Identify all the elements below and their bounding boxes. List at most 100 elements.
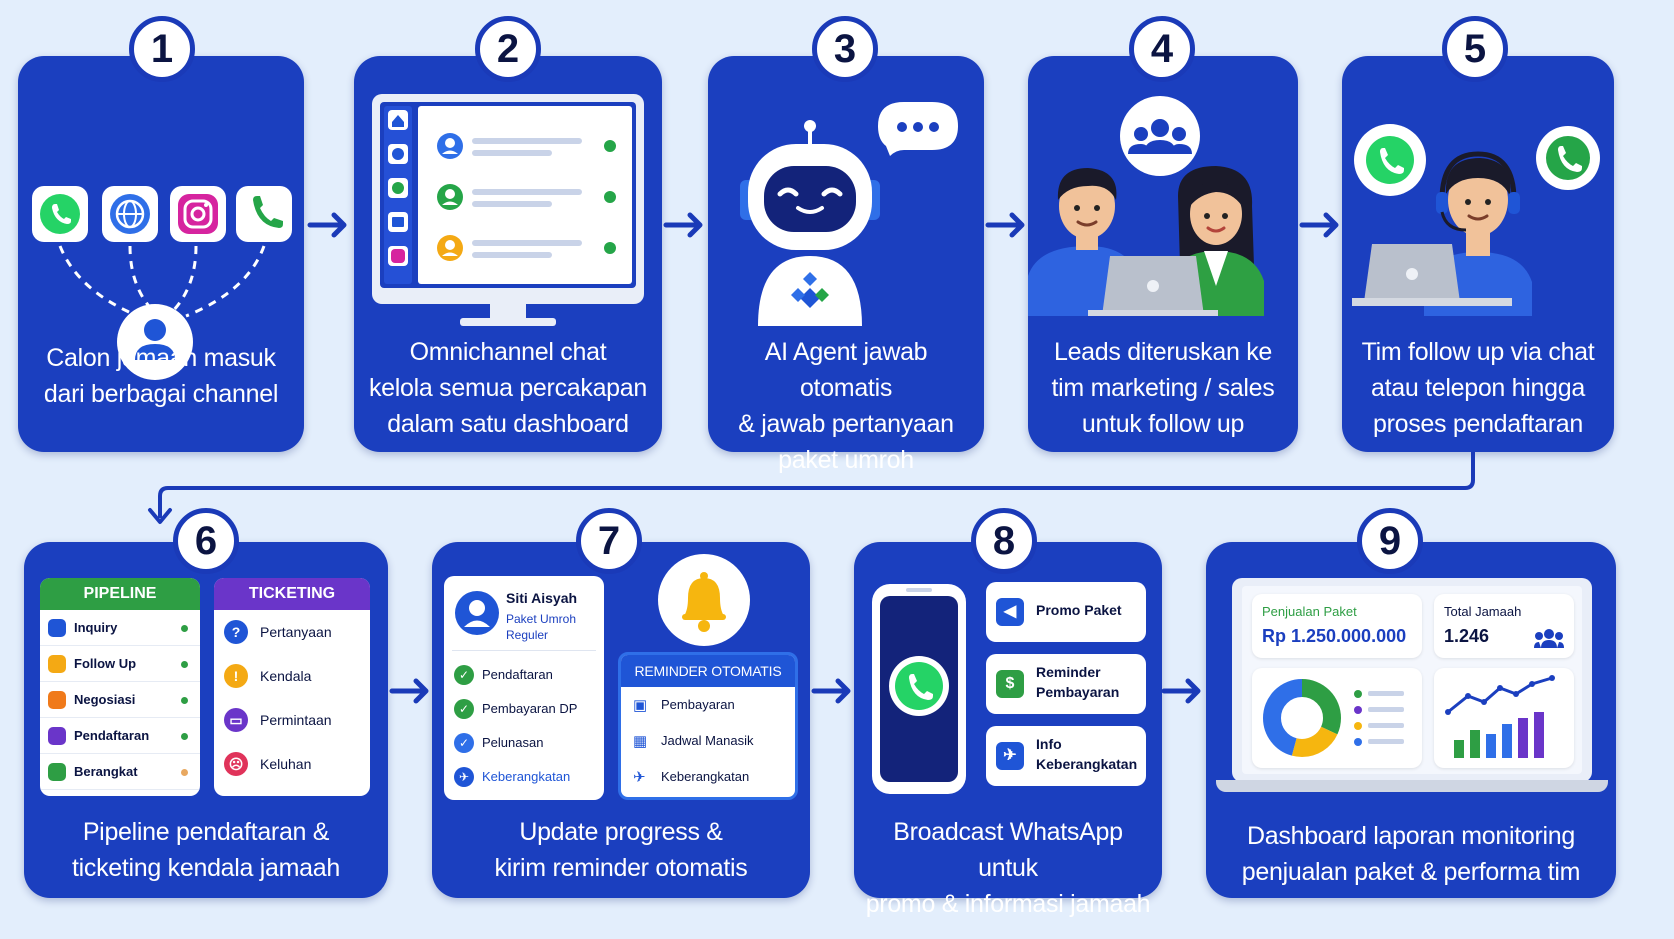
- jamaah-progress-panel: Siti Aisyah Paket Umroh Reguler ✓Pendaft…: [444, 576, 604, 800]
- donut-chart-card: [1252, 668, 1422, 768]
- ticketing-item-label: Keluhan: [260, 756, 312, 772]
- step-badge-6: 6: [173, 508, 239, 574]
- arrow-right-icon: [811, 678, 851, 704]
- step-badge-1: 1: [129, 16, 195, 82]
- total-jamaah-card: Total Jamaah 1.246: [1434, 594, 1574, 658]
- step-card-3: AI Agent jawab otomatis& jawab pertanyaa…: [708, 56, 984, 474]
- status-dot-icon: [181, 733, 188, 740]
- sales-team-illustration: [1028, 96, 1264, 316]
- total-value: 1.246: [1444, 626, 1490, 646]
- sales-card: Penjualan Paket Rp 1.250.000.000: [1252, 594, 1422, 658]
- pipeline-item-icon: [48, 691, 66, 709]
- broadcast-item-line2: Keberangkatan: [1036, 756, 1138, 772]
- channels-illustration: [32, 186, 292, 380]
- pipeline-item[interactable]: Pendaftaran: [40, 718, 200, 754]
- pipeline-item-label: Inquiry: [74, 620, 118, 635]
- pipeline-item-icon: [48, 763, 66, 781]
- progress-step: ✓ Pelunasan: [454, 730, 600, 758]
- plane-icon: ✈: [454, 767, 474, 787]
- pipeline-item-icon: [48, 727, 66, 745]
- ticketing-item[interactable]: ☹ Keluhan: [214, 742, 370, 786]
- pipeline-item[interactable]: Berangkat: [40, 754, 200, 790]
- reminder-item-label: Jadwal Manasik: [661, 733, 754, 748]
- plane-icon: ✈: [996, 742, 1024, 770]
- arrow-right-icon: [1161, 678, 1201, 704]
- pipeline-item-label: Berangkat: [74, 764, 138, 779]
- follow-up-agent-illustration: [1352, 124, 1600, 316]
- step-badge-9: 9: [1357, 508, 1423, 574]
- pipeline-item-icon: [48, 619, 66, 637]
- pipeline-item-icon: [48, 655, 66, 673]
- jamaah-name: Siti Aisyah: [506, 590, 578, 606]
- pipeline-item[interactable]: Negosiasi: [40, 682, 200, 718]
- ticket-type-icon: ☹: [224, 752, 248, 776]
- broadcast-item-line1: Info: [1036, 736, 1062, 752]
- ticketing-item[interactable]: ! Kendala: [214, 654, 370, 698]
- step-badge-7: 7: [576, 508, 642, 574]
- donut-chart: [1263, 679, 1404, 757]
- reminder-title: REMINDER OTOMATIS: [621, 655, 795, 687]
- ticket-type-icon: ?: [224, 620, 248, 644]
- ticket-type-icon: !: [224, 664, 248, 688]
- ticketing-item[interactable]: ? Pertanyaan: [214, 610, 370, 654]
- total-label: Total Jamaah: [1444, 604, 1522, 619]
- jamaah-package-type: Reguler: [506, 628, 549, 642]
- ticketing-panel: TICKETING ? Pertanyaan! Kendala ▭Permintaan…: [214, 578, 370, 796]
- step-badge-5: 5: [1442, 16, 1508, 82]
- check-icon: ✓: [454, 665, 474, 685]
- reminder-item-icon: ✈: [633, 769, 646, 786]
- step-badge-8: 8: [971, 508, 1037, 574]
- ticketing-item[interactable]: ▭Permintaan: [214, 698, 370, 742]
- arrow-right-icon: [307, 212, 347, 238]
- jamaah-package: Paket Umroh: [506, 612, 577, 626]
- ticketing-title: TICKETING: [214, 578, 370, 610]
- step-3-caption: AI Agent jawab otomatis& jawab pertanyaa…: [738, 338, 954, 474]
- step-badge-2: 2: [475, 16, 541, 82]
- reminder-item-icon: ▣: [633, 697, 648, 714]
- step-card-7: Siti Aisyah Paket Umroh Reguler ✓Pendaft…: [432, 542, 810, 898]
- arrow-right-icon: [663, 212, 703, 238]
- pipeline-item[interactable]: Follow Up: [40, 646, 200, 682]
- ticket-type-icon: ▭: [224, 708, 248, 732]
- progress-step: ✓Pendaftaran: [454, 662, 600, 690]
- reminder-item-icon: ▦: [633, 733, 648, 750]
- broadcast-item-line1: Promo Paket: [1036, 602, 1122, 618]
- ticketing-item-label: Kendala: [260, 668, 312, 684]
- status-dot-icon: [181, 769, 188, 776]
- phone-whatsapp-illustration: [872, 584, 966, 794]
- reminder-panel: REMINDER OTOMATIS ▣Pembayaran ▦ Jadwal Man…: [618, 652, 798, 800]
- arrow-right-icon: [985, 212, 1025, 238]
- sales-label: Penjualan Paket: [1262, 604, 1357, 619]
- broadcast-item[interactable]: ◀Promo Paket: [986, 582, 1146, 642]
- pipeline-item-label: Follow Up: [74, 656, 137, 671]
- progress-step-label: Pelunasan: [482, 735, 544, 750]
- ticketing-item-label: Pertanyaan: [260, 624, 332, 640]
- omnichannel-monitor-illustration: [372, 94, 644, 326]
- pipeline-title: PIPELINE: [40, 578, 200, 610]
- pipeline-item-label: Negosiasi: [74, 692, 136, 707]
- money-icon: $: [996, 670, 1024, 698]
- performance-chart-card: [1434, 668, 1574, 768]
- check-icon: ✓: [454, 733, 474, 753]
- reminder-item: ▣Pembayaran: [621, 687, 795, 723]
- status-dot-icon: [181, 661, 188, 668]
- pipeline-item[interactable]: Inquiry: [40, 610, 200, 646]
- step-badge-4: 4: [1129, 16, 1195, 82]
- sales-value: Rp 1.250.000.000: [1262, 626, 1407, 646]
- status-dot-icon: [181, 697, 188, 704]
- broadcast-item-line2: Pembayaran: [1036, 684, 1120, 700]
- bell-icon: [658, 554, 750, 646]
